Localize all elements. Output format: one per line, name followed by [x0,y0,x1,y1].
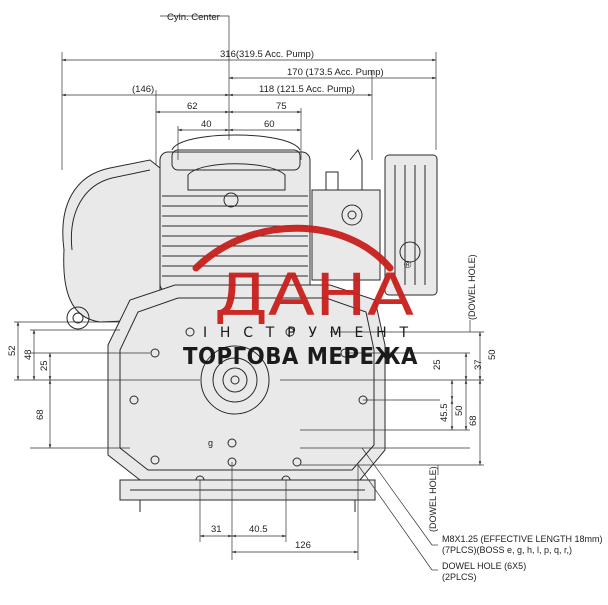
dim-170: 170 (173.5 Acc. Pump) [287,67,384,78]
watermark-logo: ДАНА ® ІНСТРУМЕНТ ТОРГОВА МЕРЕЖА [183,224,418,370]
dim-60: 60 [264,119,275,130]
dim-118: 118 (121.5 Acc. Pump) [259,84,355,95]
logo-letters: ДАНА [214,261,414,329]
logo-tagline: ТОРГОВА МЕРЕЖА [183,344,418,370]
dim-68-right: 68 [468,415,479,426]
dim-50-lower: 50 [454,405,465,416]
dim-31: 31 [211,524,222,535]
dimension-text: Cyln. Center 316(319.5 Acc. Pump) 170 (1… [7,12,603,582]
dim-37: 37 [473,359,484,370]
dim-62: 62 [187,101,198,112]
note-m8-line2: (7PLCS)(BOSS e, g, h, l, p, q, r,) [442,545,572,555]
dim-25-left: 25 [39,360,50,371]
dim-316: 316(319.5 Acc. Pump) [220,49,314,60]
dim-126: 126 [295,540,311,551]
dim-52: 52 [7,345,18,356]
logo-arc [192,224,394,272]
note-dowel-line1: DOWEL HOLE (6X5) [442,561,526,571]
dim-40-5: 40.5 [249,524,268,535]
note-m8-line1: M8X1.25 (EFFECTIVE LENGTH 18mm) [442,534,603,544]
dim-68-left: 68 [35,409,46,420]
cyl-center-label: Cyln. Center [167,12,220,23]
dim-25-right: 25 [432,359,443,370]
dim-48: 48 [23,349,34,360]
boss-label-g: g [208,438,213,448]
dowel-hole-bottom-label: (DOWEL HOLE) [428,466,438,532]
note-dowel-line2: (2PLCS) [442,572,477,582]
dimension-lines [14,15,484,571]
dim-50-upper: 50 [487,349,498,360]
registered-mark: ® [404,260,412,271]
dim-146: (146) [132,84,154,95]
dim-45-5: 45.5 [439,404,450,423]
logo-subtitle: ІНСТРУМЕНТ [203,325,415,341]
dim-75: 75 [276,101,287,112]
dowel-hole-top-label: (DOWEL HOLE) [467,254,477,320]
dim-40: 40 [201,119,212,130]
